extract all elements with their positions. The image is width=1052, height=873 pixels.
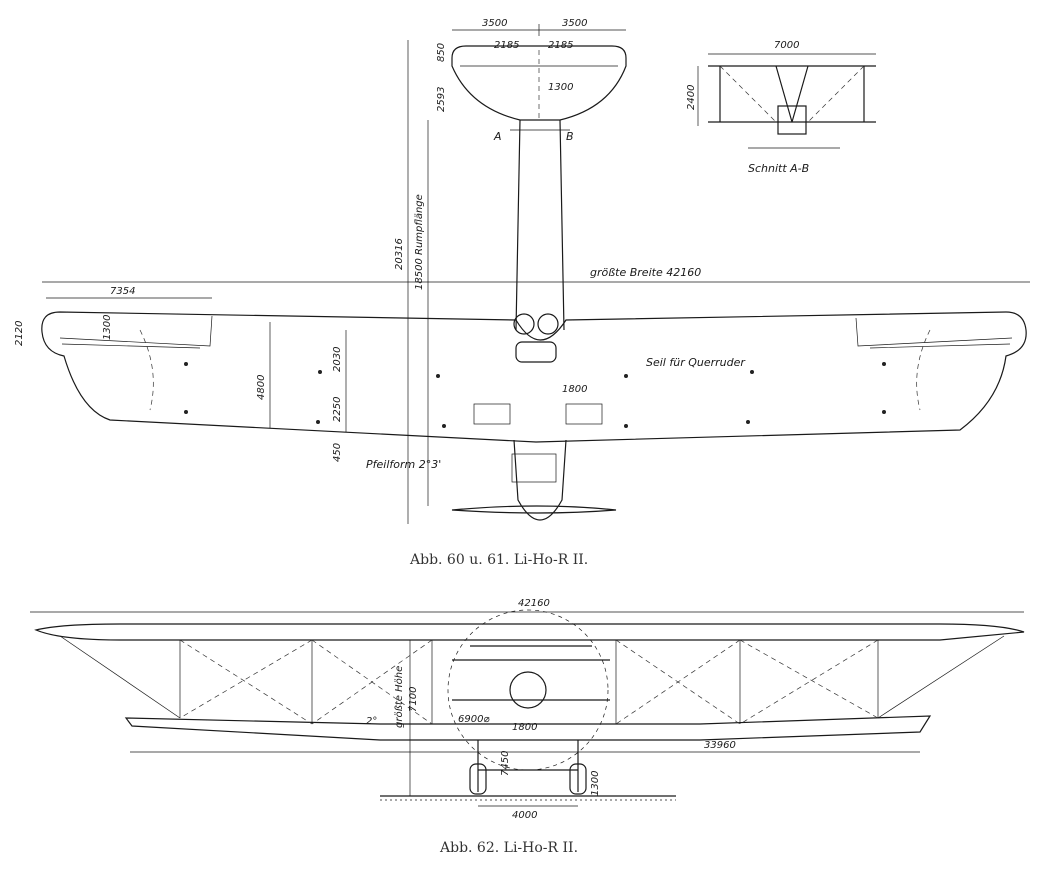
dim-elevator-right: 2185	[548, 40, 573, 51]
dim-aileron-span: 7354	[110, 286, 135, 297]
caption-figure-60-61: Abb. 60 u. 61. Li-Ho-R II.	[409, 552, 588, 568]
dim-lower-span: 33960	[704, 740, 736, 751]
right-aileron	[855, 317, 1013, 347]
section-title: Schnitt A-B	[748, 162, 809, 175]
dim-gear-height: 7450	[500, 751, 511, 776]
dim-tail-center: 1300	[548, 82, 573, 93]
dim-length-fuselage: 18500 Rumpflänge	[414, 194, 425, 290]
label-max-height: größte Höhe	[394, 666, 405, 728]
engine-right	[537, 313, 559, 335]
dim-section-height: 2400	[686, 85, 697, 110]
front-view: 42160 größte Höhe 7100	[30, 598, 1025, 821]
dim-tail-left: 3500	[482, 18, 507, 29]
left-aileron	[59, 315, 213, 347]
dim-mid-chord-b: 2250	[332, 397, 343, 422]
dim-tip-chord: 2120	[14, 321, 25, 346]
section-view: 7000 2400 Schnitt A-B	[686, 40, 876, 175]
dim-length-total: 20316	[394, 238, 405, 270]
caption-figure-62: Abb. 62. Li-Ho-R II.	[439, 840, 578, 856]
dim-aileron-chord: 1300	[102, 315, 113, 340]
upper-wing	[34, 623, 1025, 641]
dim-track: 4000	[512, 810, 537, 821]
dim-center-gap: 1800	[512, 722, 537, 733]
plan-view: 3500 3500 2185 2185 1300 850 2593 A B 20…	[14, 18, 1030, 524]
lower-wing	[124, 715, 932, 741]
dim-propeller: 6900⌀	[458, 714, 490, 725]
label-sweep: Pfeilform 2°3'	[366, 458, 441, 471]
dim-dihedral: 2°	[366, 716, 377, 727]
landing-gear	[477, 740, 579, 792]
dim-sweep-offset: 450	[332, 443, 343, 462]
fuselage-plan	[515, 119, 565, 331]
dim-mid-chord-a: 2030	[332, 347, 343, 372]
dim-engine-gap: 1800	[562, 384, 587, 395]
dim-wheel-height: 1300	[590, 771, 601, 796]
dim-front-height: 7100	[408, 687, 419, 712]
wing-plan	[41, 311, 1027, 443]
dim-tail-right: 3500	[562, 18, 587, 29]
dim-max-width: größte Breite 42160	[590, 266, 701, 279]
dim-section-span: 7000	[774, 40, 799, 51]
tailplane	[451, 45, 627, 121]
dim-root-chord: 4800	[256, 375, 267, 400]
dim-front-span: 42160	[518, 598, 550, 609]
section-marker-a: A	[493, 130, 502, 143]
engine-left	[513, 313, 535, 335]
fuselage-front	[509, 671, 547, 709]
section-marker-b: B	[566, 130, 574, 143]
label-aileron-cable: Seil für Querruder	[646, 356, 746, 369]
dim-tail-length: 2593	[436, 87, 447, 112]
dim-elevator-left: 2185	[494, 40, 519, 51]
dim-tail-depth: 850	[436, 43, 447, 62]
